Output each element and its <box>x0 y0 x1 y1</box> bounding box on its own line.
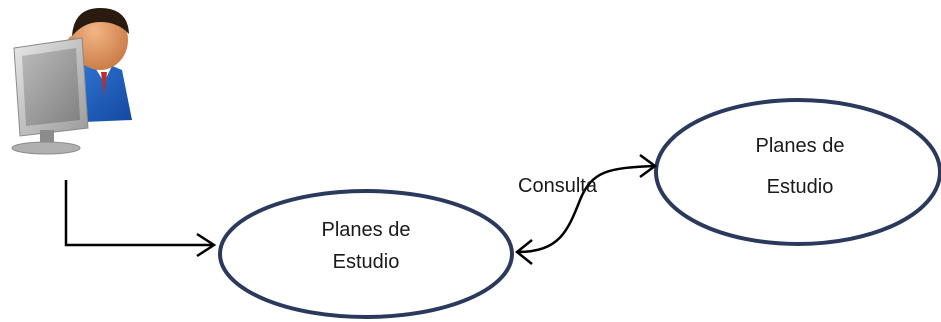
use-case-planes-main: Planes de Estudio <box>218 189 514 319</box>
use-case-external-line-2: Estudio <box>767 176 834 198</box>
use-case-main-line-1: Planes de <box>322 219 411 241</box>
use-case-external-line-1: Planes de <box>756 135 845 157</box>
actor-connector-arrow <box>64 180 217 258</box>
user-at-computer-icon <box>11 8 132 155</box>
use-case-planes-external: Planes de Estudio <box>654 98 941 246</box>
consulta-bidirectional-arrow <box>514 153 658 265</box>
edge-label-consulta: Consulta <box>518 175 598 197</box>
use-case-main-line-2: Estudio <box>333 251 400 273</box>
